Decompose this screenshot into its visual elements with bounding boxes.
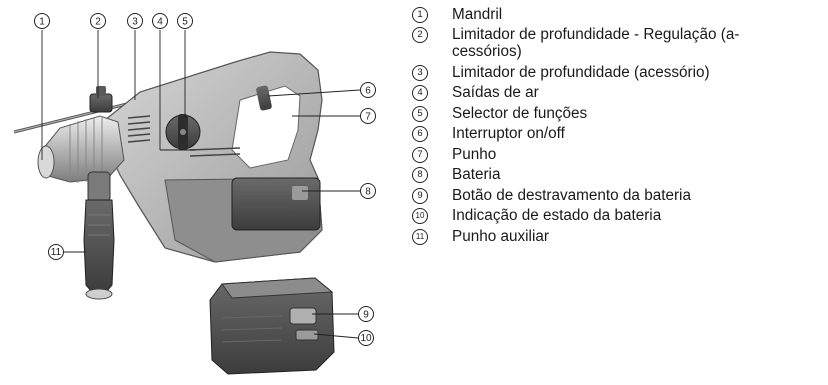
- legend-label: Punho: [452, 145, 497, 163]
- svg-text:7: 7: [365, 112, 371, 123]
- legend-number: 5: [412, 105, 428, 122]
- legend-number: 3: [412, 64, 428, 81]
- legend-number: 4: [412, 85, 428, 102]
- legend-number: 1: [412, 7, 428, 23]
- legend-item: 7 Punho: [412, 145, 822, 164]
- legend-item: 10 Indicação de estado da bateria: [412, 207, 822, 225]
- legend-item: 3 Limitador de profundidade (acessório): [412, 63, 822, 82]
- legend-item: 5 Selector de funções: [412, 104, 822, 123]
- svg-text:3: 3: [132, 17, 138, 28]
- svg-text:9: 9: [363, 310, 369, 321]
- legend-number: 9: [412, 187, 428, 204]
- function-selector: [165, 114, 201, 150]
- legend-label: Limitador de profundidade (acessório): [452, 63, 710, 81]
- svg-text:11: 11: [51, 247, 62, 258]
- legend-item: 6 Interruptor on/off: [412, 125, 822, 143]
- callout-11: 11: [48, 244, 64, 260]
- battery-detached: [209, 277, 335, 375]
- legend-item: 11 Punho auxiliar: [412, 227, 822, 246]
- callout-6: 6: [360, 82, 376, 98]
- air-vents: [127, 115, 241, 157]
- svg-text:10: 10: [360, 333, 372, 344]
- callout-10: 10: [358, 330, 374, 346]
- legend-label: Mandril: [452, 6, 503, 23]
- svg-text:6: 6: [365, 86, 371, 97]
- callout-4: 4: [152, 13, 168, 29]
- leader-lines: [41, 30, 361, 339]
- callout-8: 8: [360, 183, 376, 199]
- legend-label: Saídas de ar: [452, 84, 539, 102]
- legend-item: 2 Limitador de profundidade - Regulação …: [412, 27, 822, 61]
- callout-5: 5: [177, 13, 193, 29]
- legend-label: Limitador de profundidade - Regulação (a…: [452, 26, 740, 61]
- chuck: [37, 115, 125, 183]
- callout-9: 9: [358, 306, 374, 322]
- callout-7: 7: [360, 108, 376, 124]
- legend-label: Indicação de estado da bateria: [452, 207, 662, 225]
- svg-text:8: 8: [365, 187, 371, 198]
- svg-text:2: 2: [95, 17, 101, 28]
- legend-item: 8 Bateria: [412, 166, 822, 184]
- legend-number: 10: [412, 208, 428, 225]
- svg-text:1: 1: [39, 17, 45, 28]
- svg-text:4: 4: [157, 17, 163, 28]
- legend-number: 11: [412, 228, 428, 245]
- legend-number: 2: [412, 27, 428, 44]
- parts-legend: 1 Mandril 2 Limitador de profundidade - …: [412, 6, 822, 249]
- legend-label: Bateria: [452, 166, 501, 184]
- legend-item: 4 Saídas de ar: [412, 84, 822, 102]
- rotary-hammer-illustration: 1 2 3 4 5 6 7 8 9 10 11: [13, 13, 376, 375]
- side-handle: [83, 171, 115, 300]
- svg-text:5: 5: [182, 17, 188, 28]
- legend-item: 9 Botão de destravamento da bateria: [412, 186, 822, 205]
- callout-1: 1: [34, 13, 50, 29]
- legend-label: Selector de funções: [452, 104, 588, 122]
- depth-gauge-clamp: [89, 86, 113, 113]
- legend-number: 6: [412, 126, 428, 143]
- callout-2: 2: [90, 13, 106, 29]
- battery-mounted: [231, 177, 321, 231]
- legend-label: Interruptor on/off: [452, 125, 565, 143]
- legend-label: Botão de destravamento da bateria: [452, 186, 691, 204]
- legend-label: Punho auxiliar: [452, 227, 549, 245]
- legend-number: 8: [412, 167, 428, 184]
- callout-3: 3: [127, 13, 143, 29]
- legend-number: 7: [412, 146, 428, 163]
- legend-item: 1 Mandril: [412, 6, 822, 24]
